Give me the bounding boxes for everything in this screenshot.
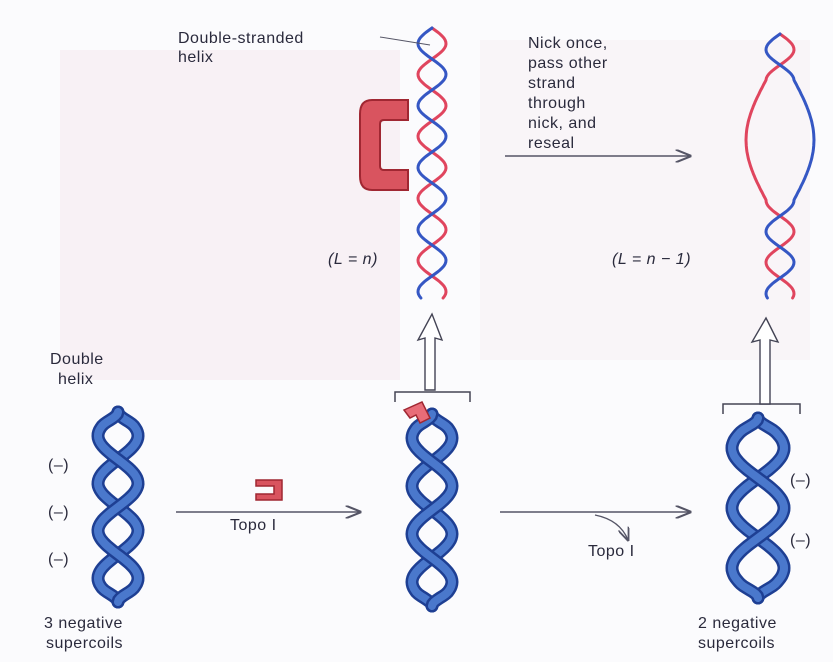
bracket-right xyxy=(723,404,800,414)
label-topo-i-right: Topo I xyxy=(588,543,635,560)
negative-sign-2: (–) xyxy=(48,504,69,521)
hollow-up-arrow-mid xyxy=(418,314,442,390)
caption-supercoils-right: supercoils xyxy=(698,635,775,652)
caption-supercoils-left: supercoils xyxy=(46,635,123,652)
caption-three-negative: 3 negative xyxy=(44,615,123,632)
supercoil-two-negative xyxy=(732,418,784,598)
supercoil-outline-1 xyxy=(732,418,784,598)
supercoil-with-enzyme xyxy=(412,414,452,606)
label-nick-line-6: reseal xyxy=(528,135,575,152)
supercoil-strand-1 xyxy=(732,418,784,598)
label-helix: helix xyxy=(178,49,213,66)
label-double-stranded: Double-stranded xyxy=(178,30,304,47)
linking-number-after: (L = n − 1) xyxy=(612,251,691,268)
background-tint-left xyxy=(60,50,400,380)
caption-two-negative: 2 negative xyxy=(698,615,777,632)
label-nick-line-5: nick, and xyxy=(528,115,597,132)
negative-sign-1: (–) xyxy=(48,457,69,474)
supercoil-strand-0 xyxy=(732,418,784,598)
label-helix-lower: helix xyxy=(58,371,93,388)
negative-sign-right-1: (–) xyxy=(790,472,811,489)
linking-number-before: (L = n) xyxy=(328,251,378,268)
label-nick-line-2: pass other xyxy=(528,55,608,72)
label-nick-line-1: Nick once, xyxy=(528,35,608,52)
supercoil-outline-0 xyxy=(732,418,784,598)
topo-curved-arrow xyxy=(595,515,628,540)
label-nick-line-3: strand xyxy=(528,75,575,92)
negative-sign-right-2: (–) xyxy=(790,532,811,549)
negative-sign-3: (–) xyxy=(48,551,69,568)
label-leader-line xyxy=(380,37,430,45)
double-stranded-helix-before xyxy=(418,28,446,298)
label-double: Double xyxy=(50,351,104,368)
supercoil-three-negative xyxy=(98,412,138,602)
label-topo-i-left: Topo I xyxy=(230,517,277,534)
topoisomerase-icon xyxy=(256,480,282,500)
label-nick-line-4: through xyxy=(528,95,586,112)
bracket-mid xyxy=(395,392,470,402)
